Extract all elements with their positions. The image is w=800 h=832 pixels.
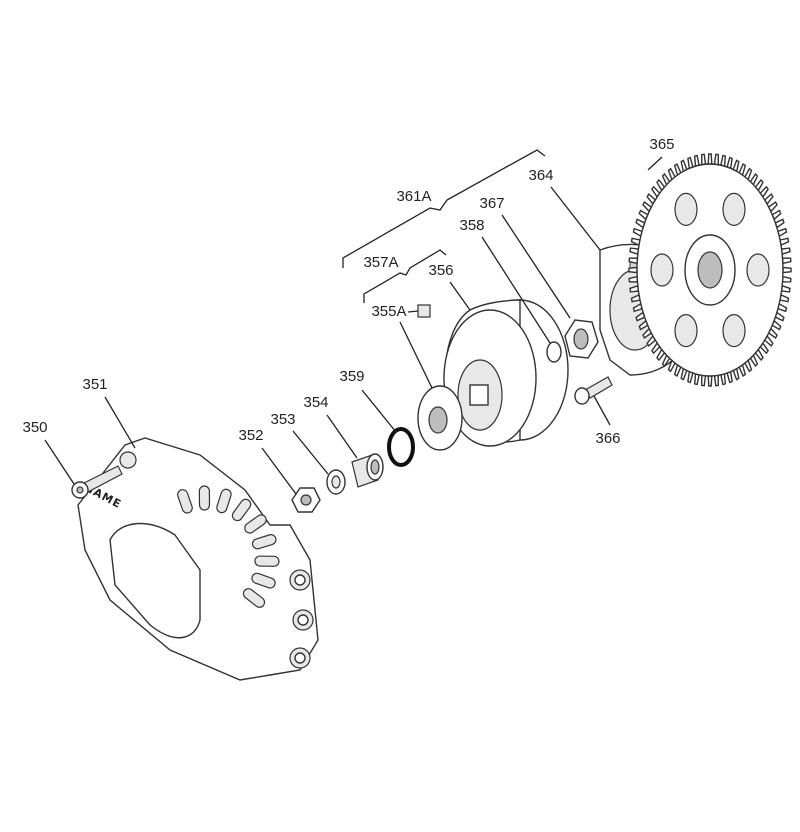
label-365: 365 bbox=[649, 136, 674, 153]
label-367: 367 bbox=[479, 195, 504, 212]
gear-tooth bbox=[782, 266, 792, 274]
cover-vent-slot bbox=[231, 498, 252, 522]
gear-hole bbox=[674, 192, 698, 226]
label-352: 352 bbox=[238, 427, 263, 444]
gear-tooth bbox=[700, 153, 707, 166]
gear-tooth bbox=[628, 266, 638, 274]
cover-vent-slot bbox=[242, 588, 266, 608]
gear-tooth bbox=[781, 275, 792, 283]
cover-vent-slot bbox=[251, 572, 276, 589]
gear-hole bbox=[674, 314, 698, 348]
label-353: 353 bbox=[270, 411, 295, 428]
nut-part-352 bbox=[291, 487, 321, 513]
needle-bearing-part-354 bbox=[351, 453, 384, 488]
gear-tooth bbox=[707, 375, 713, 387]
cover-vent-slot bbox=[177, 489, 193, 514]
label-361A: 361A bbox=[396, 188, 431, 205]
gear-tooth bbox=[720, 154, 727, 167]
gear-tooth bbox=[700, 374, 707, 387]
label-356: 356 bbox=[428, 262, 453, 279]
cover-vent-slot bbox=[251, 534, 277, 550]
sprocket-part-355A bbox=[417, 304, 463, 451]
gear-hole bbox=[650, 253, 674, 287]
cover-vent-slot bbox=[244, 514, 267, 534]
gear-tooth bbox=[693, 154, 700, 167]
gear-holes bbox=[650, 192, 770, 348]
gear-hole bbox=[746, 253, 770, 287]
cover-part-351: IAME bbox=[77, 437, 319, 681]
clutch-drum-part-356 bbox=[443, 299, 569, 447]
cover-bolt-boss bbox=[119, 451, 137, 469]
gear-part-365 bbox=[628, 153, 792, 387]
o-ring-part-359 bbox=[387, 427, 415, 467]
gear-tooth bbox=[713, 153, 720, 166]
bracket-361A bbox=[342, 149, 546, 268]
washer-part-353 bbox=[326, 469, 346, 495]
label-351: 351 bbox=[82, 376, 107, 393]
cover-vent-slot bbox=[198, 485, 211, 511]
gear-tooth bbox=[707, 153, 713, 165]
label-354: 354 bbox=[303, 394, 328, 411]
label-350: 350 bbox=[22, 419, 47, 436]
gear-tooth bbox=[693, 373, 700, 386]
bolt-part-350 bbox=[71, 465, 123, 499]
washer-part-358 bbox=[546, 341, 562, 363]
cover-vent-slots bbox=[177, 485, 280, 608]
cover-mount-hole-inner bbox=[294, 574, 306, 586]
label-366: 366 bbox=[595, 430, 620, 447]
bolt-part-366 bbox=[574, 376, 613, 405]
label-357A: 357A bbox=[363, 254, 398, 271]
gear-hole bbox=[722, 314, 746, 348]
label-364: 364 bbox=[528, 167, 553, 184]
cover-mount-hole-inner bbox=[297, 614, 309, 626]
gear-tooth bbox=[781, 257, 792, 265]
label-355A: 355A bbox=[371, 303, 406, 320]
cover-mount-hole-inner bbox=[294, 652, 306, 664]
gear-tooth bbox=[720, 373, 727, 386]
nut-part-367 bbox=[564, 319, 599, 359]
gear-tooth bbox=[713, 374, 720, 387]
label-358: 358 bbox=[459, 217, 484, 234]
cover-vent-slot bbox=[216, 488, 232, 514]
leader-lines bbox=[44, 156, 663, 495]
bracket-357A bbox=[363, 249, 447, 303]
cover-vent-slot bbox=[254, 555, 280, 567]
gear-hole bbox=[722, 192, 746, 226]
label-359: 359 bbox=[339, 368, 364, 385]
